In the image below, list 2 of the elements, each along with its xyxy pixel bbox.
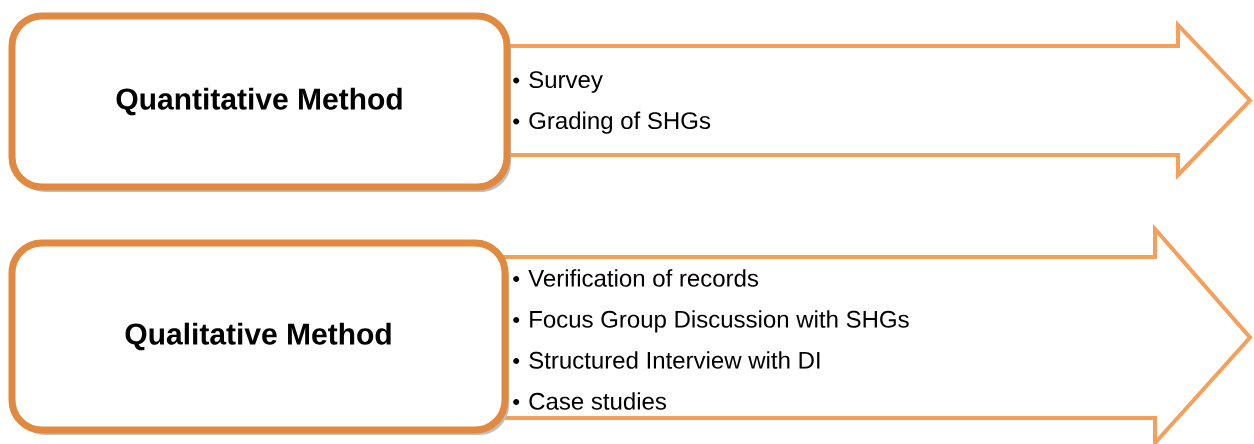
method-box: Quantitative Method: [8, 12, 511, 192]
method-box: Qualitative Method: [8, 239, 509, 435]
